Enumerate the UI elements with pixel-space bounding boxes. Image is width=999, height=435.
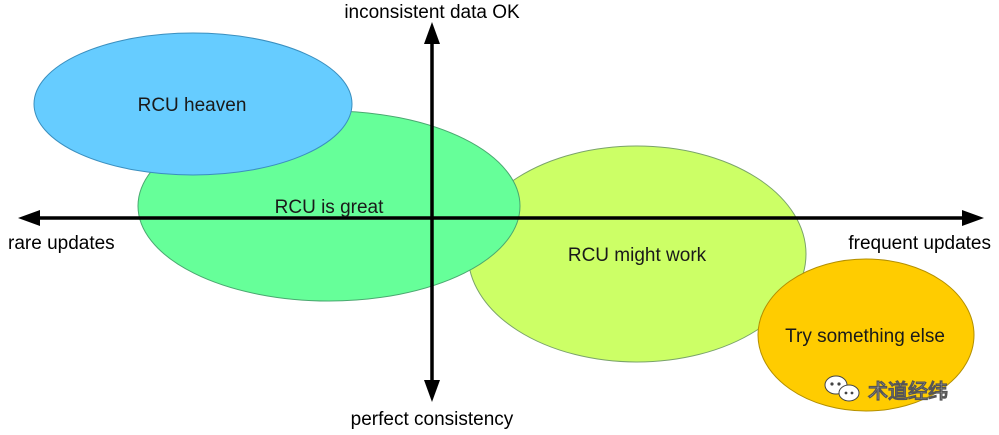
axis-label-right: frequent updates [848, 233, 991, 254]
label-try-something-else: Try something else [785, 326, 945, 347]
axis-label-top: inconsistent data OK [344, 2, 520, 23]
arrow-right-icon [962, 210, 984, 226]
label-rcu-is-great: RCU is great [275, 197, 384, 218]
region-try-something-else [757, 258, 975, 412]
label-rcu-might-work: RCU might work [568, 245, 707, 266]
watermark: 术道经纬 [824, 375, 948, 403]
arrow-down-icon [424, 380, 440, 402]
watermark-text: 术道经纬 [868, 379, 948, 403]
arrow-up-icon [424, 22, 440, 44]
wechat-icon [824, 375, 860, 402]
label-rcu-heaven: RCU heaven [138, 95, 247, 116]
axis-label-bottom: perfect consistency [351, 409, 514, 430]
axis-label-left: rare updates [8, 233, 115, 254]
arrow-left-icon [18, 210, 40, 226]
region-rcu-heaven [33, 32, 353, 176]
